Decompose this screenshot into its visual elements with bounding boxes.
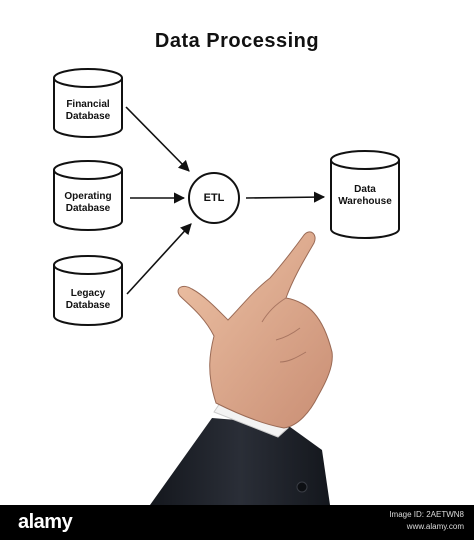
arrow-etl-to-warehouse (245, 191, 326, 203)
financial-database-cylinder (53, 68, 123, 138)
warehouse-label-line2: Warehouse (338, 196, 392, 207)
legacy-label-line2: Database (65, 300, 111, 311)
arrow-financial-to-etl (125, 106, 190, 172)
operating-database-cylinder (53, 160, 123, 231)
etl-circle (188, 172, 240, 224)
legacy-label-line1: Legacy (70, 288, 106, 299)
data-warehouse-label: Data Warehouse (331, 184, 399, 208)
watermark-footer: alamy Image ID: 2AETWN8 www.alamy.com (0, 505, 474, 540)
image-id-block: Image ID: 2AETWN8 www.alamy.com (389, 509, 464, 533)
warehouse-label-line1: Data (354, 184, 376, 195)
etl-label: ETL (203, 192, 225, 204)
operating-label-line2: Database (65, 203, 111, 214)
financial-database-label: Financial Database (54, 99, 122, 123)
site-url-text: www.alamy.com (406, 522, 464, 531)
alamy-logo: alamy (18, 511, 73, 533)
legacy-database-cylinder (53, 255, 123, 326)
data-warehouse-cylinder (330, 150, 400, 239)
pointing-hand-illustration (150, 231, 333, 505)
image-id-text: Image ID: 2AETWN8 (389, 510, 464, 519)
financial-label-line1: Financial (66, 99, 110, 110)
arrow-legacy-to-etl (126, 223, 192, 295)
legacy-database-label: Legacy Database (54, 288, 122, 312)
operating-database-label: Operating Database (54, 191, 122, 215)
financial-label-line2: Database (65, 111, 111, 122)
diagram-title: Data Processing (154, 30, 320, 52)
operating-label-line1: Operating (64, 191, 112, 202)
